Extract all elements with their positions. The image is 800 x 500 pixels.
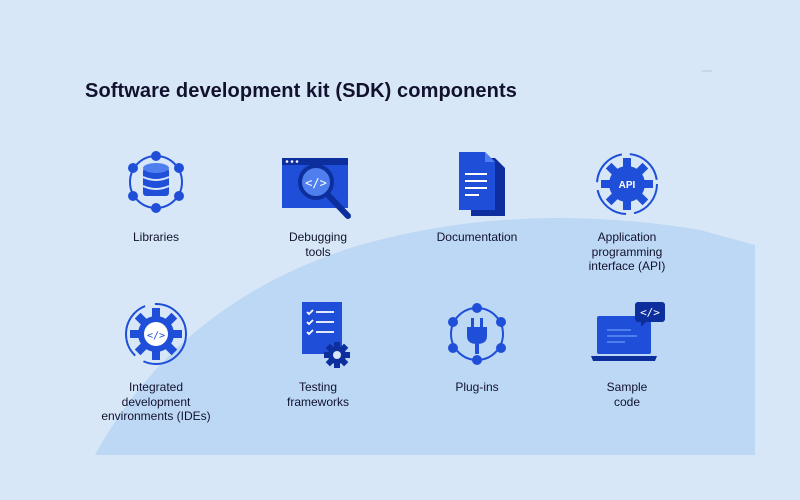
component-label: Debugging tools xyxy=(288,230,348,259)
api-icon-text: API xyxy=(619,180,636,191)
component-label: Plug-ins xyxy=(455,380,499,394)
component-label: Sample code xyxy=(606,380,648,409)
component-api: API Application programming interface (A… xyxy=(542,150,712,274)
decorative-dash xyxy=(702,70,712,72)
code-gear-icon: </> xyxy=(125,303,187,365)
svg-text:</>: </> xyxy=(305,176,327,190)
svg-text:</>: </> xyxy=(147,331,165,342)
component-label: Libraries xyxy=(132,230,180,244)
plug-icon xyxy=(448,303,506,365)
component-label: Documentation xyxy=(436,230,518,244)
component-ides: </> Integrated development environments … xyxy=(71,300,241,424)
laptop-code-icon: </> xyxy=(591,302,665,361)
component-libraries: Libraries xyxy=(71,150,241,245)
database-network-icon xyxy=(128,151,184,213)
api-gear-icon: API xyxy=(596,153,658,215)
component-testing-frameworks: Testing frameworks xyxy=(233,300,403,409)
svg-text:</>: </> xyxy=(640,306,660,319)
component-documentation: Documentation xyxy=(392,150,562,245)
page-title: Software development kit (SDK) component… xyxy=(85,80,517,102)
code-magnifier-icon: </> xyxy=(282,158,351,219)
checklist-gear-icon xyxy=(302,302,350,368)
component-plug-ins: Plug-ins xyxy=(392,300,562,395)
component-label: Application programming interface (API) xyxy=(588,230,666,273)
component-sample-code: </> Sample code xyxy=(542,300,712,409)
component-label: Integrated development environments (IDE… xyxy=(101,380,211,423)
documents-icon xyxy=(459,152,505,216)
component-label: Testing frameworks xyxy=(286,380,349,409)
component-debugging-tools: </> Debugging tools xyxy=(233,150,403,259)
